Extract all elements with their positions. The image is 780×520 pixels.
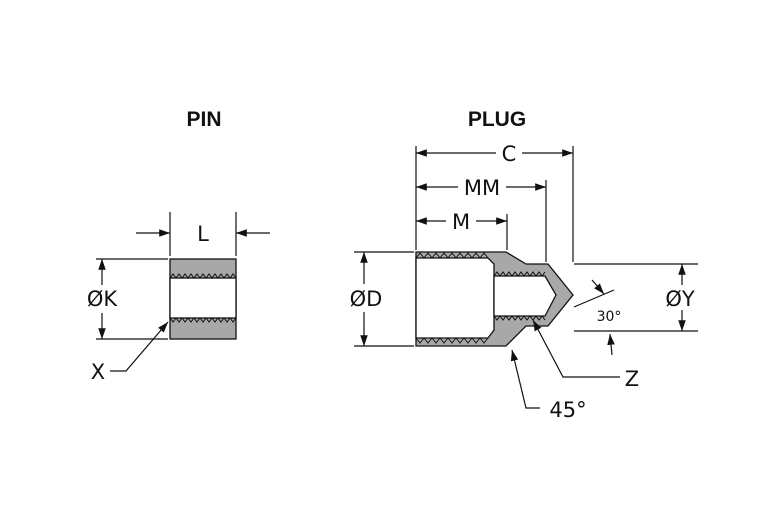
plug-chamfer-angle-label: 45° — [549, 398, 586, 422]
plug-tip-diameter-dimension: ØY — [574, 263, 698, 332]
plug-chamfer-leader: 45° — [510, 349, 587, 422]
pin-body — [169, 258, 237, 340]
plug-overall-length-label: C — [502, 142, 517, 166]
pin-thread-leader: X — [91, 321, 169, 384]
plug-body-diameter-label: ØD — [350, 287, 383, 311]
plug-bore-depth-label: M — [452, 210, 470, 234]
pin-view: PIN L ØK X — [87, 108, 270, 384]
pin-diameter-dimension: ØK — [87, 258, 168, 340]
plug-mid-length-dimension: MM — [416, 176, 547, 262]
plug-thread-leader: Z — [532, 319, 639, 391]
plug-overall-length-dimension: C — [415, 142, 574, 262]
plug-view: PLUG C MM — [350, 108, 698, 422]
plug-mid-length-label: MM — [464, 176, 500, 200]
pin-diameter-label: ØK — [87, 287, 119, 311]
plug-body — [415, 251, 574, 347]
pin-thread-label: X — [91, 360, 105, 384]
plug-tip-angle-label: 30° — [597, 309, 622, 325]
plug-tip-diameter-label: ØY — [665, 287, 695, 311]
pin-title: PIN — [186, 108, 221, 131]
plug-body-diameter-dimension: ØD — [350, 251, 414, 347]
plug-tip-angle-dimension: 30° — [573, 279, 622, 356]
plug-bore-depth-dimension: M — [416, 210, 508, 250]
plug-thread-label: Z — [625, 367, 639, 391]
pin-length-dimension: L — [136, 212, 270, 256]
pin-length-label: L — [197, 222, 209, 246]
plug-title: PLUG — [468, 108, 526, 131]
